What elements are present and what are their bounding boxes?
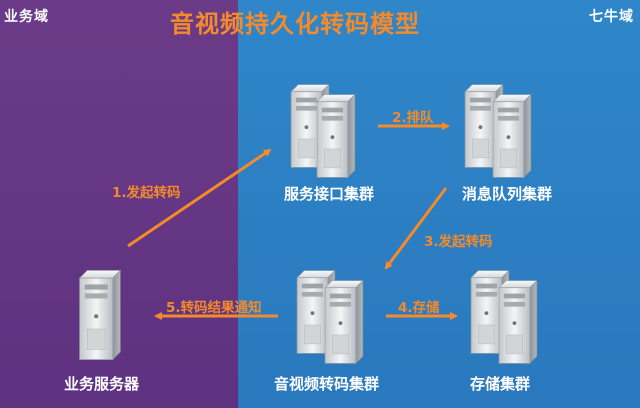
business-server-label: 业务服务器: [64, 375, 140, 393]
step5-label: 5.转码结果通知: [166, 300, 262, 316]
queue-cluster-label: 消息队列集群: [462, 185, 553, 203]
business-domain-label: 业务域: [4, 9, 49, 25]
business-server: [78, 270, 122, 360]
storage-cluster-label: 存储集群: [470, 375, 531, 393]
storage-cluster-servers: [470, 270, 538, 364]
service-cluster-label: 服务接口集群: [284, 185, 375, 203]
arrow-step1: [127, 148, 272, 248]
qiniu-domain-label: 七牛域: [589, 9, 634, 25]
step1-label: 1.发起转码: [112, 185, 181, 201]
step4-label: 4.存储: [398, 300, 440, 316]
diagram-title: 音视频持久化转码模型: [170, 10, 420, 38]
arrow-step3: [384, 187, 448, 270]
step3-label: 3.发起转码: [424, 234, 493, 250]
transcode-cluster-servers: [296, 270, 364, 364]
step2-label: 2.排队: [392, 110, 434, 126]
transcode-cluster-label: 音视频转码集群: [274, 375, 380, 393]
service-cluster-servers: [290, 84, 356, 178]
queue-cluster-servers: [464, 84, 532, 178]
